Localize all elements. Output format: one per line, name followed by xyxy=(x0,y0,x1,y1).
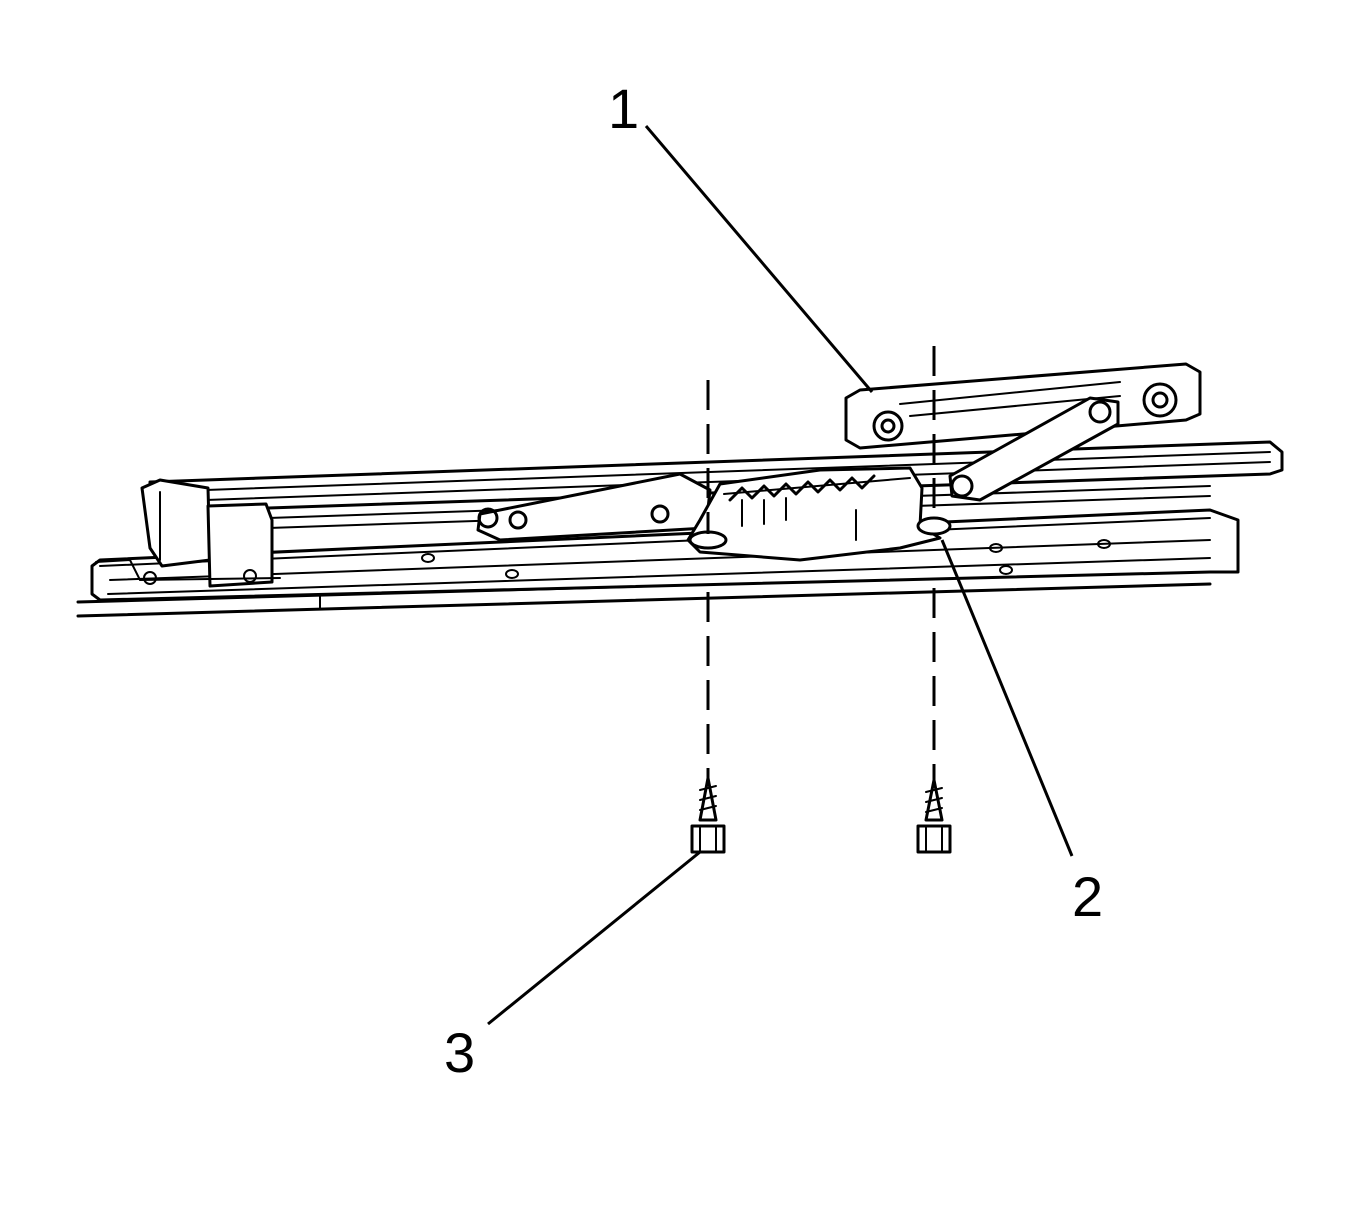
adjuster-mechanism xyxy=(476,362,1202,562)
bolt-right xyxy=(916,778,952,854)
leader-2 xyxy=(940,539,1074,857)
callout-1: 1 xyxy=(608,77,639,140)
callout-2: 2 xyxy=(1072,865,1103,928)
installation-guides xyxy=(706,346,936,780)
leader-3 xyxy=(487,850,701,1026)
bolt-left xyxy=(690,776,726,854)
leader-1 xyxy=(644,125,874,393)
callout-3: 3 xyxy=(444,1021,475,1084)
